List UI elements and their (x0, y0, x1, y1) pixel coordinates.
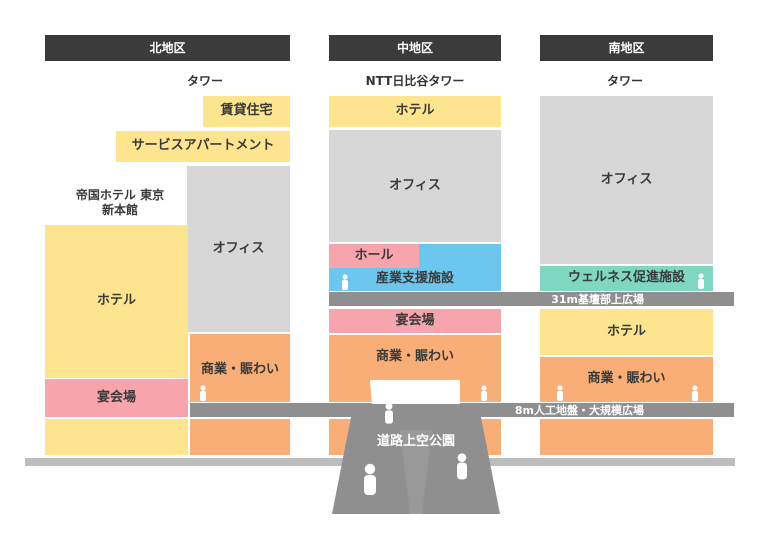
south-district-header: 南地区 (540, 35, 713, 61)
center-industry-support: 産業支援施設 (329, 268, 501, 291)
north-commercial: 商業・賑わい (190, 334, 290, 402)
north-tower-label: タワー (186, 73, 223, 88)
north-office: オフィス (187, 166, 290, 332)
person-icon (698, 273, 704, 289)
center-district-header: 中地区 (329, 35, 501, 61)
south-office: オフィス (540, 96, 713, 264)
center-blue-block (419, 244, 501, 268)
north-rental-housing: 賃貸住宅 (203, 96, 290, 127)
north-banquet: 宴会場 (45, 379, 188, 417)
center-banquet: 宴会場 (329, 309, 501, 333)
north-hotel: ホテル (45, 225, 188, 378)
south-commercial-base (540, 419, 713, 455)
person-icon (481, 385, 487, 401)
person-icon (385, 402, 393, 424)
center-tower-label: NTT日比谷タワー (365, 73, 465, 88)
center-office: オフィス (329, 130, 501, 242)
person-icon (557, 385, 563, 401)
center-hall: ホール (329, 244, 419, 268)
south-tower-label: タワー (606, 73, 643, 88)
person-icon (342, 274, 348, 290)
imperial-hotel-label: 帝国ホテル 東京 新本館 (75, 188, 165, 217)
upper-podium-plaza-deck: 31m基壇部上広場 (329, 292, 734, 306)
north-commercial-base (190, 419, 290, 455)
road-over-park-label: 道路上空公園 (376, 433, 455, 449)
south-commercial: 商業・賑わい (540, 357, 713, 402)
north-district-header: 北地区 (45, 35, 290, 61)
person-icon (364, 463, 376, 495)
south-wellness: ウェルネス促進施設 (540, 266, 713, 291)
north-service-apartment: サービスアパートメント (116, 131, 290, 162)
person-icon (457, 453, 467, 480)
person-icon (692, 385, 698, 401)
center-hotel: ホテル (329, 96, 501, 127)
north-hotel-base (45, 419, 188, 455)
person-icon (200, 385, 206, 401)
south-hotel: ホテル (540, 309, 713, 355)
